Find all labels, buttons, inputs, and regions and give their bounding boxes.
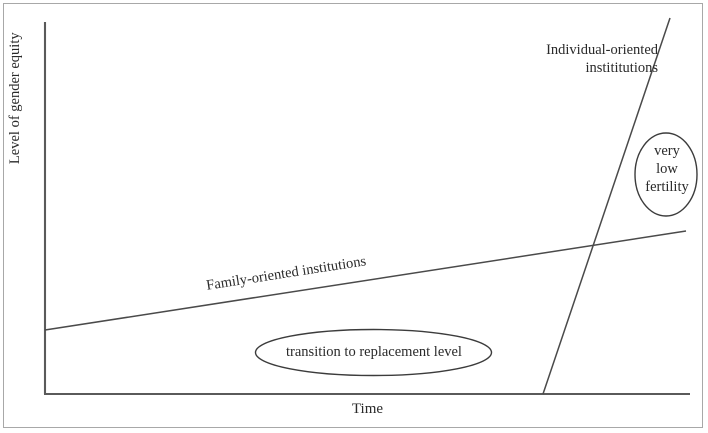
x-axis-label: Time bbox=[351, 401, 384, 417]
very-low-fertility-line-3: fertility bbox=[645, 179, 689, 196]
individual-oriented-institutions-label: Individual-oriented instititutions bbox=[500, 41, 658, 77]
individual-oriented-trend-line bbox=[542, 17, 671, 395]
transition-to-replacement-level-label: transition to replacement level bbox=[286, 344, 462, 360]
very-low-fertility-line-1: very bbox=[654, 143, 680, 159]
transition-callout-ellipse bbox=[254, 328, 493, 377]
y-axis-label: Level of gender equity bbox=[6, 32, 24, 165]
family-oriented-trend-line bbox=[44, 230, 687, 331]
very-low-fertility-label: very low fertility bbox=[637, 142, 697, 196]
individual-oriented-line-1: Individual-oriented bbox=[546, 42, 658, 58]
very-low-fertility-callout-ellipse bbox=[634, 132, 698, 217]
very-low-fertility-line-2: low bbox=[656, 161, 678, 178]
individual-oriented-line-2: instititutions bbox=[585, 60, 658, 77]
y-axis-label-text: Level of gender equity bbox=[6, 32, 23, 165]
